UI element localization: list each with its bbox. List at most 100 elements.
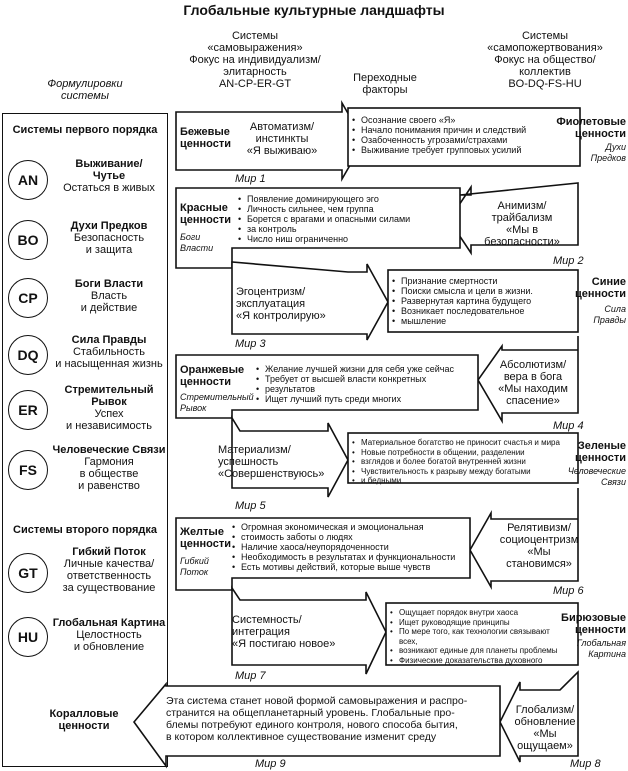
- bullet-item: Озабоченность угрозами/страхами: [352, 135, 552, 145]
- arrow-text-line: Эгоцентризм/: [236, 286, 306, 298]
- legend-name: Боги Власти: [74, 278, 144, 290]
- subtitle-line: Связи: [601, 477, 626, 487]
- bullet-item: Необходимость в результатах и функционал…: [232, 552, 468, 562]
- values-name-line: Красные: [180, 202, 228, 214]
- bullet-item: Чувствительность к разрыву между богатым…: [352, 467, 566, 477]
- values-name-line: ценности: [574, 128, 626, 140]
- legend-desc: и равенство: [78, 480, 140, 492]
- coral-text-line: Эта система станет новой формой самовыра…: [166, 695, 468, 707]
- legend-desc: Власть: [90, 290, 128, 302]
- bullet-item: Появление доминирующего эго: [238, 194, 458, 204]
- bullet-item: мышление: [392, 316, 542, 326]
- world-label-4: Мир 4: [553, 420, 584, 432]
- bullet-item: Есть мотивы действий, которые выше чувст…: [232, 562, 468, 572]
- values-name-line: Фиолетовые: [556, 116, 626, 128]
- header-self-sacrifice: Системы «самопожертвования» Фокус на общ…: [462, 30, 628, 90]
- bullet-item: Возникает последовательное: [392, 306, 542, 316]
- green-bullets: Материальное богатство не приносит счаст…: [352, 438, 566, 486]
- bullet-item: Желание лучшей жизни для себя уже сейчас: [256, 364, 476, 374]
- header-line: системы: [61, 90, 109, 102]
- header-transition-factors: Переходные факторы: [330, 72, 440, 96]
- orange-subtitle: Стремительный Рывок: [180, 392, 254, 414]
- arrow-text-line: становимся»: [506, 558, 572, 570]
- bullet-item: Число ниш ограниченно: [238, 234, 458, 244]
- world-label-8: Мир 8: [570, 758, 601, 770]
- legend-entry-gt: Гибкий Поток Личные качества/ ответствен…: [52, 546, 166, 594]
- legend-desc: и независимость: [66, 420, 152, 432]
- values-name-line: ценности: [180, 138, 232, 150]
- legend-entry-bo: Духи Предков Безопасность и защита: [52, 220, 166, 256]
- code-circle-gt: GT: [8, 553, 48, 593]
- values-name-line: ценности: [180, 376, 232, 388]
- blue-arrow-text: Абсолютизм/ вера в бога «Мы находим спас…: [488, 359, 578, 407]
- beige-arrow-text: Автоматизм/ инстинкты «Я выживаю»: [232, 121, 332, 157]
- header-line: Формулировки: [47, 78, 123, 90]
- purple-arrow-text: Анимизм/ трайбализм «Мы в безопасности»: [472, 200, 572, 248]
- green-arrow-text: Релятивизм/ социоцентризм «Мы становимся…: [494, 522, 584, 570]
- bullet-item: Ищет руководящие принципы: [390, 618, 562, 628]
- world-label-3: Мир 3: [235, 338, 266, 350]
- arrow-world-9: [132, 681, 501, 769]
- header-formulations: Формулировки системы: [2, 78, 168, 102]
- bullet-item: Борется с врагами и опасными силами: [238, 214, 458, 224]
- world-label-6: Мир 6: [553, 585, 584, 597]
- legend-entry-fs: Человеческие Связи Гармония в обществе и…: [52, 444, 166, 492]
- yellow-subtitle: Гибкий Поток: [180, 556, 209, 578]
- coral-text-line: странится на общепланетарный уровень. Гл…: [166, 707, 455, 719]
- subtitle-line: Боги: [180, 232, 201, 242]
- arrow-text-line: вера в бога: [503, 371, 563, 383]
- code-circle-hu: HU: [8, 617, 48, 657]
- arrow-text-line: интеграция: [232, 626, 290, 638]
- legend-desc: и обновление: [73, 641, 145, 653]
- arrow-text-line: Абсолютизм/: [499, 359, 567, 371]
- yellow-arrow-text: Системность/ интеграция «Я постигаю ново…: [232, 614, 362, 650]
- bullet-item: Огромная экономическая и эмоциональная: [232, 522, 468, 532]
- legend-name: Выживание/: [75, 158, 143, 170]
- bullet-item: Личность сильнее, чем группа: [238, 204, 458, 214]
- bullet-item: Физические доказательства духовного: [390, 656, 562, 666]
- red-bullets: Появление доминирующего эго Личность сил…: [238, 194, 458, 244]
- subtitle-line: Человеческие: [567, 466, 626, 476]
- bullet-item: Развернутая картина будущего: [392, 296, 542, 306]
- arrow-text-line: эксплуатация: [236, 298, 306, 310]
- arrow-text-line: «Мы: [527, 546, 551, 558]
- header-line: факторы: [362, 84, 408, 96]
- orange-bullets: Желание лучшей жизни для себя уже сейчас…: [256, 364, 476, 404]
- bullet-item: Выживание требует групповых усилий: [352, 145, 552, 155]
- arrow-text-line: социоцентризм: [499, 534, 579, 546]
- legend-desc: Гармония: [84, 456, 134, 468]
- header-line: коллектив: [519, 66, 571, 78]
- turquoise-subtitle: Глобальная Картина: [540, 638, 626, 660]
- bullet-item: Материальное богатство не приносит счаст…: [352, 438, 566, 448]
- code-circle-fs: FS: [8, 450, 48, 490]
- bullet-item: Начало понимания причин и следствий: [352, 125, 552, 135]
- legend-desc: и защита: [85, 244, 133, 256]
- legend-name: Сила Правды: [71, 334, 147, 346]
- header-line: Фокус на общество/: [494, 54, 596, 66]
- arrow-text-line: «Я постигаю новое»: [232, 638, 336, 650]
- header-line: «самопожертвования»: [487, 42, 603, 54]
- legend-entry-an: Выживание/ Чутье Остаться в живых: [52, 158, 166, 194]
- header-line: Системы: [231, 30, 279, 42]
- values-name-line: Коралловые: [49, 708, 119, 720]
- header-line: Переходные: [353, 72, 417, 84]
- arrow-text-line: Системность/: [232, 614, 302, 626]
- world-label-7: Мир 7: [235, 670, 266, 682]
- arrow-text-line: «Совершенствуюсь»: [218, 468, 325, 480]
- code-circle-cp: CP: [8, 278, 48, 318]
- code-circle-bo: BO: [8, 220, 48, 260]
- bullet-item: возникают единые для планеты проблемы: [390, 646, 562, 656]
- subtitle-line: Картина: [588, 649, 626, 659]
- legend-desc: и действие: [80, 302, 138, 314]
- bullet-item: Ощущает порядок внутри хаоса: [390, 608, 562, 618]
- bullet-item: Признание смертности: [392, 276, 542, 286]
- bullet-item: Осознание своего «Я»: [352, 115, 552, 125]
- bullet-item: Наличие хаоса/неупорядоченности: [232, 542, 468, 552]
- code-circle-er: ER: [8, 390, 48, 430]
- values-name-line: ценности: [180, 214, 232, 226]
- values-name-line: ценности: [574, 288, 626, 300]
- legend-desc: Личные качества/: [63, 558, 155, 570]
- bullet-item: Требует от высшей власти конкретных: [256, 374, 476, 384]
- legend-entry-dq: Сила Правды Стабильность и насыщенная жи…: [52, 334, 166, 370]
- arrow-text-line: «Я контролирую»: [236, 310, 326, 322]
